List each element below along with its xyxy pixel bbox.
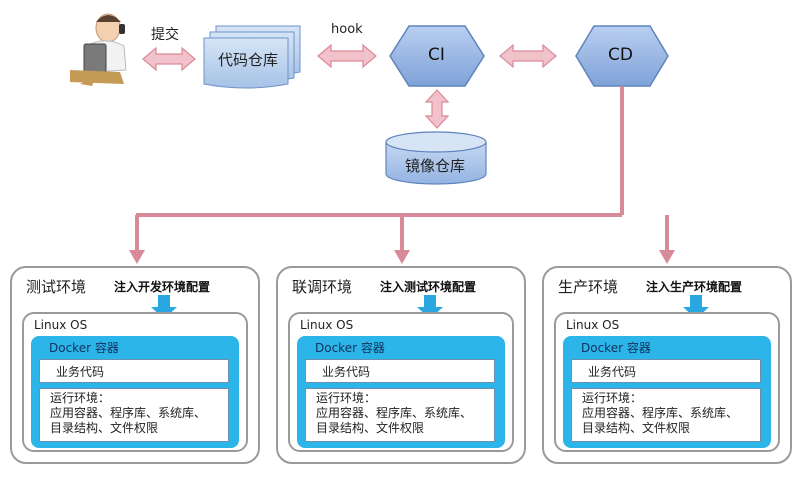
linux-os-box: Linux OS Docker 容器 业务代码 运行环境： 应用容器、程序库、系… xyxy=(22,312,248,452)
os-label: Linux OS xyxy=(300,318,354,332)
docker-label: Docker 容器 xyxy=(581,341,651,355)
image-repository-label: 镜像仓库 xyxy=(405,157,466,175)
ci-hexagon xyxy=(389,25,485,87)
environment-test: 测试环境 注入开发环境配置 Linux OS Docker 容器 业务代码 运行… xyxy=(10,266,260,464)
deploy-arrowhead-test xyxy=(129,250,145,264)
os-label: Linux OS xyxy=(34,318,88,332)
runtime-line2: 目录结构、文件权限 xyxy=(50,421,159,435)
linux-os-box: Linux OS Docker 容器 业务代码 运行环境： 应用容器、程序库、系… xyxy=(554,312,780,452)
runtime-title: 运行环境： xyxy=(50,391,111,405)
developer-with-laptop-icon xyxy=(70,13,127,86)
inject-config-label: 注入测试环境配置 xyxy=(380,280,477,294)
ci-image-double-arrow xyxy=(424,89,450,129)
environment-title: 联调环境 xyxy=(292,278,353,296)
inject-config-label: 注入开发环境配置 xyxy=(114,280,211,294)
code-repository-label: 代码仓库 xyxy=(218,51,279,69)
deploy-arrowhead-production xyxy=(659,250,675,264)
ci-label: CI xyxy=(428,45,445,65)
runtime-line2: 目录结构、文件权限 xyxy=(316,421,425,435)
docker-container: Docker 容器 业务代码 运行环境： 应用容器、程序库、系统库、 目录结构、… xyxy=(31,336,239,448)
runtime-environment-box: 运行环境： 应用容器、程序库、系统库、 目录结构、文件权限 xyxy=(305,388,495,442)
deploy-lines xyxy=(135,86,669,252)
image-repository-cylinder xyxy=(385,131,487,185)
deploy-arrowhead-integration xyxy=(394,250,410,264)
environment-title: 生产环境 xyxy=(558,278,619,296)
os-label: Linux OS xyxy=(566,318,620,332)
commit-label: 提交 xyxy=(151,27,179,43)
runtime-line2: 目录结构、文件权限 xyxy=(582,421,691,435)
environment-production: 生产环境 注入生产环境配置 Linux OS Docker 容器 业务代码 运行… xyxy=(542,266,792,464)
linux-os-box: Linux OS Docker 容器 业务代码 运行环境： 应用容器、程序库、系… xyxy=(288,312,514,452)
hook-double-arrow xyxy=(317,43,377,69)
runtime-environment-box: 运行环境： 应用容器、程序库、系统库、 目录结构、文件权限 xyxy=(571,388,761,442)
business-code-box: 业务代码 xyxy=(571,359,761,383)
docker-label: Docker 容器 xyxy=(315,341,385,355)
runtime-title: 运行环境： xyxy=(582,391,643,405)
hook-label: hook xyxy=(331,22,363,37)
runtime-line1: 应用容器、程序库、系统库、 xyxy=(316,406,473,420)
runtime-environment-box: 运行环境： 应用容器、程序库、系统库、 目录结构、文件权限 xyxy=(39,388,229,442)
inject-config-label: 注入生产环境配置 xyxy=(646,280,743,294)
runtime-line1: 应用容器、程序库、系统库、 xyxy=(582,406,739,420)
commit-double-arrow xyxy=(142,46,196,72)
cd-hexagon xyxy=(575,25,669,87)
environment-integration: 联调环境 注入测试环境配置 Linux OS Docker 容器 业务代码 运行… xyxy=(276,266,526,464)
business-code-box: 业务代码 xyxy=(305,359,495,383)
ci-cd-double-arrow xyxy=(499,43,557,69)
runtime-line1: 应用容器、程序库、系统库、 xyxy=(50,406,207,420)
business-code-box: 业务代码 xyxy=(39,359,229,383)
docker-label: Docker 容器 xyxy=(49,341,119,355)
environment-title: 测试环境 xyxy=(26,278,87,296)
runtime-title: 运行环境： xyxy=(316,391,377,405)
code-repository-icon xyxy=(203,25,301,89)
docker-container: Docker 容器 业务代码 运行环境： 应用容器、程序库、系统库、 目录结构、… xyxy=(563,336,771,448)
cd-label: CD xyxy=(608,45,633,65)
docker-container: Docker 容器 业务代码 运行环境： 应用容器、程序库、系统库、 目录结构、… xyxy=(297,336,505,448)
